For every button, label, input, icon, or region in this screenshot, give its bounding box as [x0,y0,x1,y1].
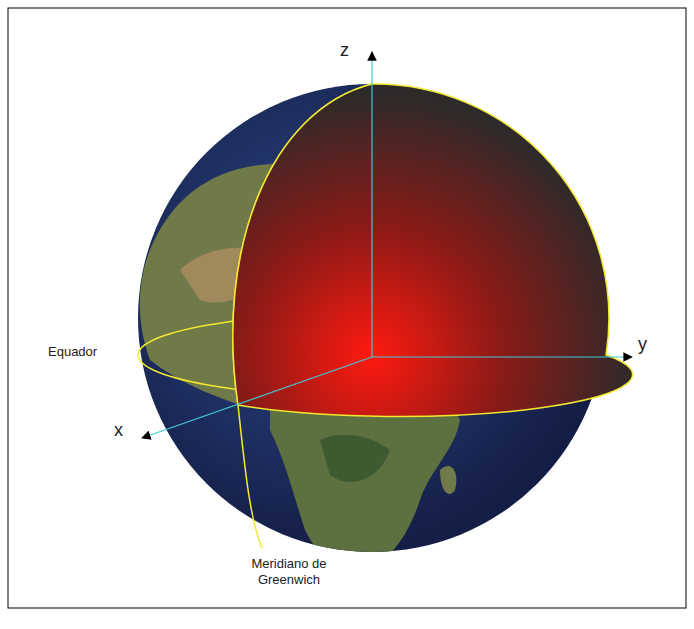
meridian-label: Meridiano de Greenwich [232,556,346,587]
octant-cutaway [233,84,633,416]
equator-label: Equador [46,344,99,360]
frame [8,8,686,608]
axis-label: z [338,40,351,62]
axis-label: x [112,420,125,442]
axis-label: y [636,334,649,356]
y-axis [372,356,632,357]
x-axis [142,357,372,438]
z-axis [371,52,372,357]
